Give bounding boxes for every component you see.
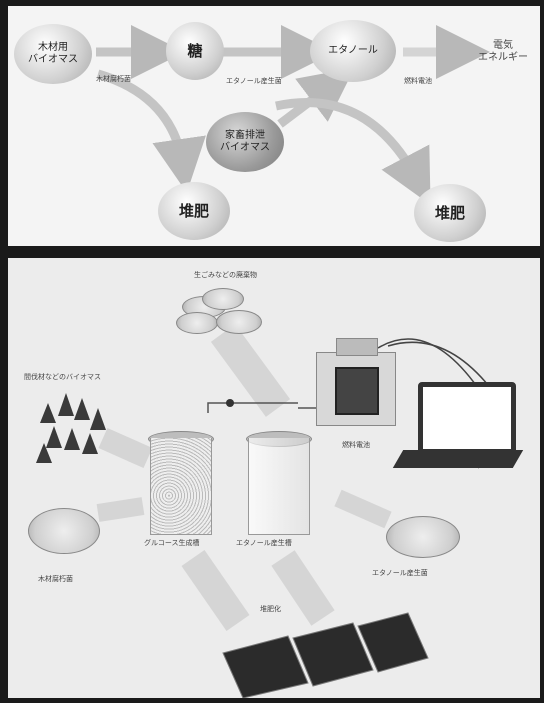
solar-panels: [222, 612, 429, 698]
biomass-flow-diagram: 木材用 バイオマス 糖 エタノール 電気 エネルギー 木材腐朽菌 エタノール産生…: [8, 6, 540, 246]
laptop-keyboard: [392, 450, 524, 468]
node-sugar: 糖: [166, 22, 224, 80]
node-compost-left: 堆肥: [158, 182, 230, 240]
node-compost-left-label: 堆肥: [178, 202, 209, 220]
node-wood-biomass: 木材用 バイオマス: [14, 24, 92, 84]
tree-cluster: [36, 393, 106, 463]
fuel-cell-label-top: 燃料電池: [404, 77, 432, 85]
composting-label: 堆肥化: [260, 605, 281, 613]
process-illustration: 生ごみなどの廃棄物 間伐材などのバイオマス 燃料電池 グルコース生成槽 エタノー…: [8, 258, 540, 698]
waste-dish-3: [176, 312, 218, 334]
waste-dish-4: [216, 310, 262, 334]
ethanol-producer-dish: [386, 516, 460, 558]
waste-dish-2: [202, 288, 244, 310]
ethanol-tank-label: エタノール産生槽: [236, 539, 292, 547]
glucose-tank-label: グルコース生成槽: [144, 539, 200, 547]
glucose-tank: [150, 438, 212, 535]
node-livestock-biomass: 家畜排泄 バイオマス: [206, 112, 284, 172]
node-livestock-biomass-label: 家畜排泄 バイオマス: [220, 130, 270, 153]
ethanol-tank: [248, 438, 310, 535]
node-ethanol-label: エタノール: [328, 45, 378, 56]
node-sugar-label: 糖: [187, 42, 203, 60]
fuel-cell-connector: [336, 338, 378, 356]
wood-biomass-label: 間伐材などのバイオマス: [24, 373, 101, 381]
wood-decomposer-label: 木材腐朽菌: [96, 75, 131, 83]
node-compost-right: 堆肥: [414, 184, 486, 242]
ethanol-producer-label: エタノール産生菌: [372, 569, 428, 577]
wood-decomposer-label: 木材腐朽菌: [38, 575, 73, 583]
ethanol-producer-label: エタノール産生菌: [226, 77, 282, 85]
flow-arrows: [96, 25, 490, 205]
electric-energy-label: 電気 エネルギー: [478, 40, 528, 63]
wood-decomposer-dish: [28, 508, 100, 554]
fuel-cell-label: 燃料電池: [342, 441, 370, 449]
fuel-cell-core: [335, 367, 379, 415]
node-compost-right-label: 堆肥: [434, 204, 465, 222]
arrow-livestock-to-compost: [275, 98, 431, 205]
kitchen-waste-label: 生ごみなどの廃棄物: [194, 271, 257, 279]
node-wood-biomass-label: 木材用 バイオマス: [28, 42, 78, 65]
node-ethanol: エタノール: [310, 20, 396, 82]
fuel-cell-device: [316, 352, 396, 426]
arrow-biomass-to-compost: [96, 69, 206, 193]
process-arrows: [36, 324, 499, 698]
laptop-screen: [418, 382, 516, 454]
